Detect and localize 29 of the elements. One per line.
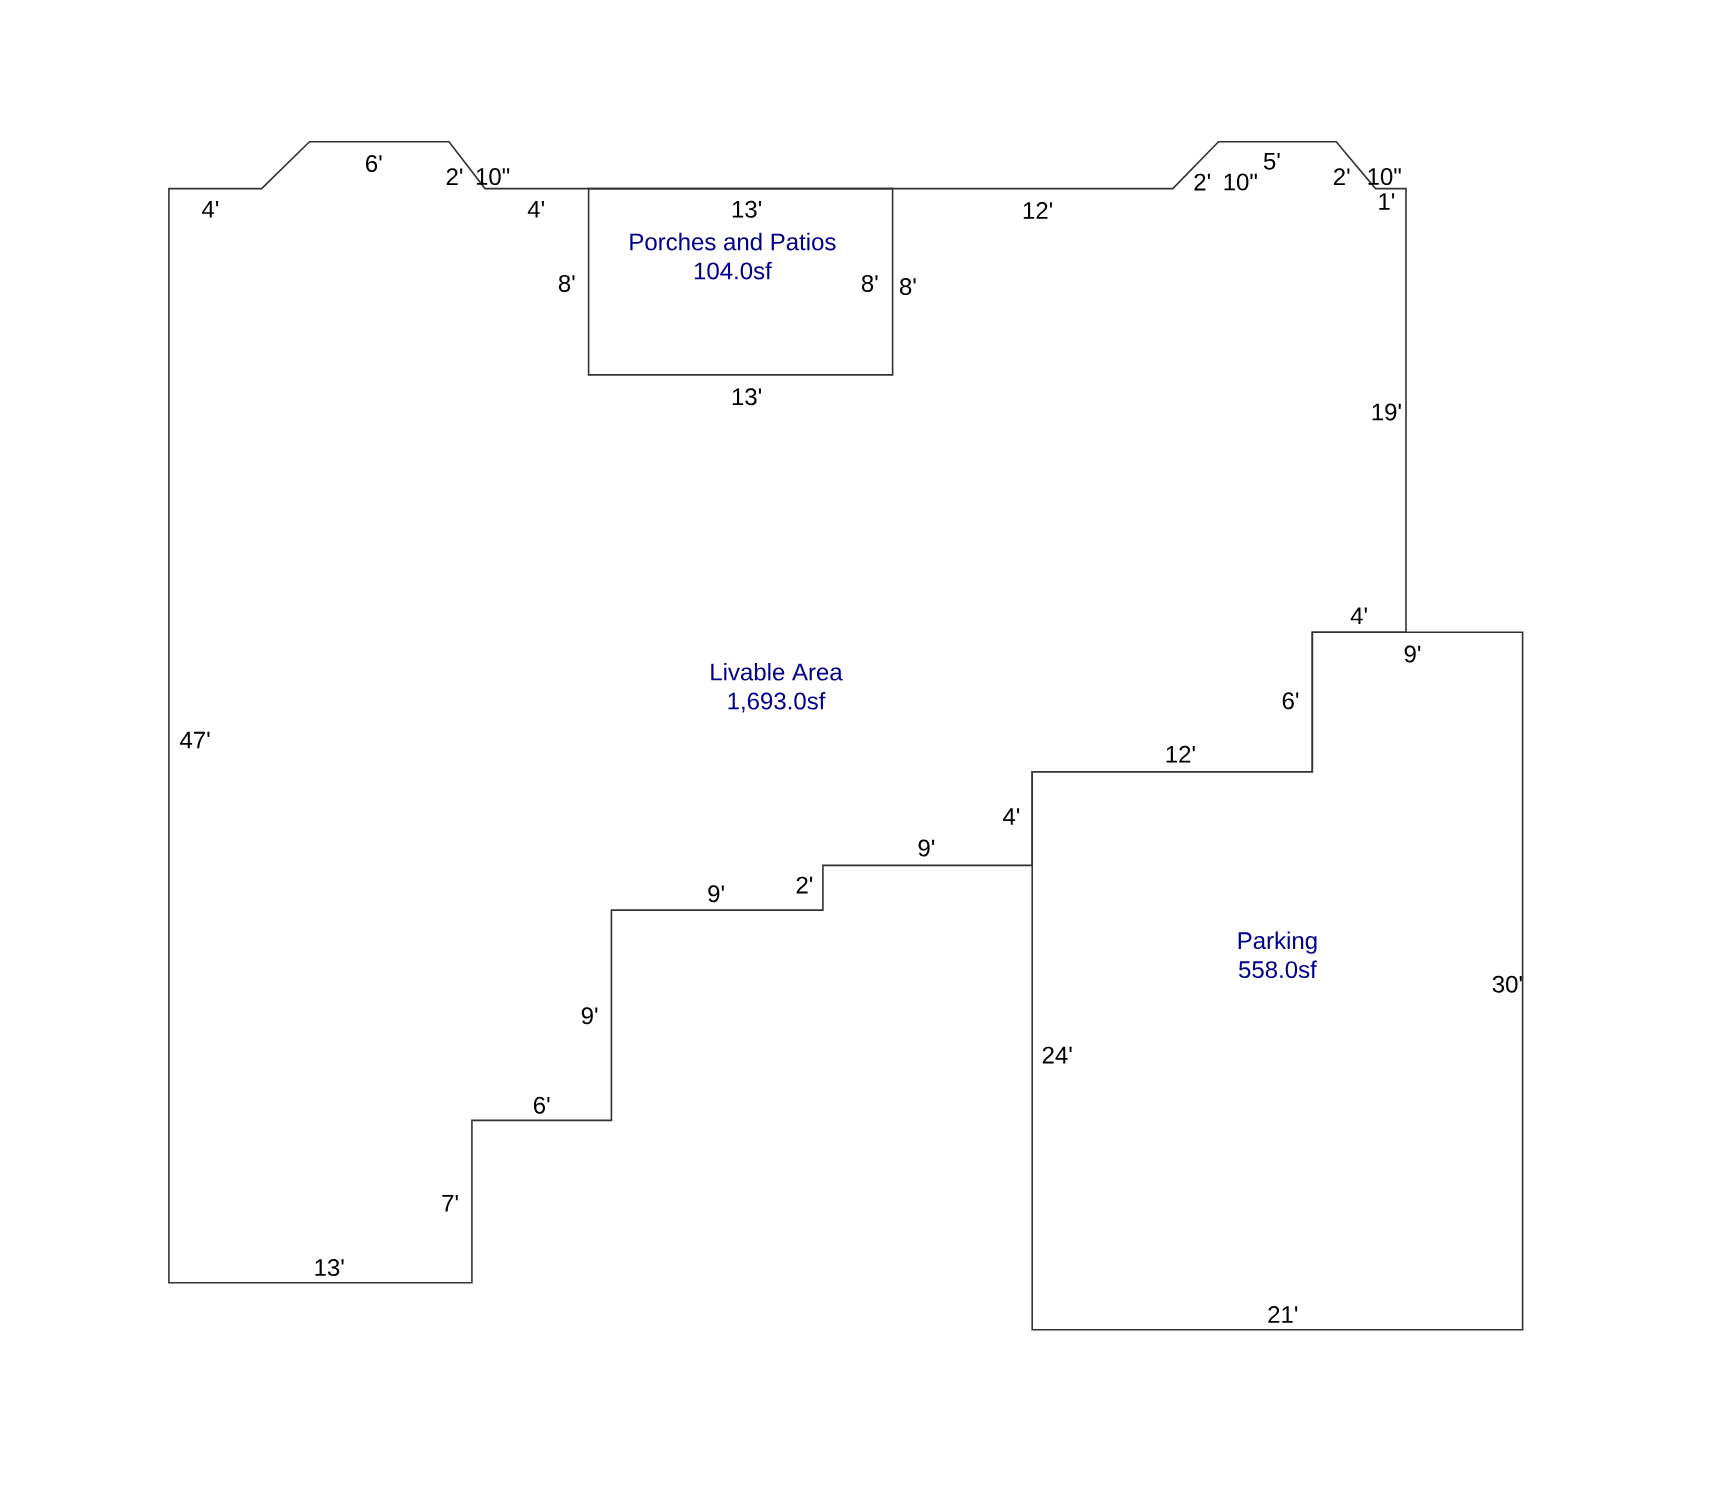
dimension-label: 12' <box>1023 202 1053 219</box>
dimension-label: 10" <box>476 168 510 186</box>
dimension-label: 4' <box>202 201 219 218</box>
dimension-label: 30' <box>1492 975 1522 993</box>
dimension-label: 2' <box>796 876 813 894</box>
dimension-label: 2' <box>1333 168 1350 185</box>
dimension-label: 10" <box>1224 173 1257 191</box>
dimension-label: 10" <box>1368 168 1401 186</box>
dimension-label: 2' <box>1194 173 1210 191</box>
dimension-label: 4' <box>527 201 544 218</box>
dimension-label: 7' <box>442 1195 458 1212</box>
dimension-label: 6' <box>533 1096 550 1114</box>
dimension-label: 24' <box>1042 1046 1072 1064</box>
dimension-label: 9' <box>581 1007 598 1025</box>
dimension-label: 5' <box>1263 152 1280 170</box>
dimension-label: 19' <box>1372 403 1401 421</box>
dimension-label: 9' <box>1404 645 1421 663</box>
dimension-label: 13' <box>315 1259 344 1277</box>
dimension-label: 6' <box>366 155 382 172</box>
dimension-label: 21' <box>1268 1306 1298 1323</box>
dimension-label: 8' <box>861 274 878 292</box>
dimension-label: 9' <box>708 885 724 903</box>
dimension-label: 47' <box>180 731 210 749</box>
dimension-label: 13' <box>732 200 762 218</box>
dimension-label: 6' <box>1282 692 1299 710</box>
dimension-label: 12' <box>1166 745 1195 763</box>
dimension-label: 9' <box>918 839 935 857</box>
dimension-label: 2' <box>446 168 463 185</box>
dimension-label: 1' <box>1379 193 1395 210</box>
